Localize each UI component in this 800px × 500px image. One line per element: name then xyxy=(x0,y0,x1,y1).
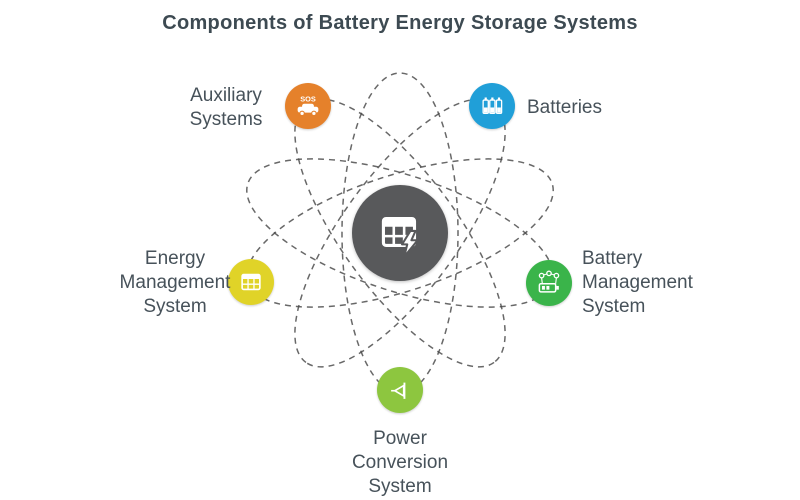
batteries-badge xyxy=(469,83,515,129)
energy-management-system-label: Energy Management System xyxy=(119,248,231,317)
power-conversion-system-badge xyxy=(377,367,423,413)
battery-management-system-label: Battery Management System xyxy=(582,248,693,317)
panel-grid-icon xyxy=(241,273,261,291)
page-title: Components of Battery Energy Storage Sys… xyxy=(162,12,638,34)
batteries-label: Batteries xyxy=(527,97,602,118)
battery-molecule-icon xyxy=(538,270,560,293)
battery-management-system-badge xyxy=(526,260,572,306)
auxiliary-systems-label: Auxiliary Systems xyxy=(189,85,263,130)
auxiliary-systems-badge: SOS xyxy=(285,83,331,129)
sos-vehicle-icon: SOS xyxy=(297,95,319,117)
orbit-ellipse-4 xyxy=(294,98,506,368)
batteries-icon xyxy=(482,97,503,115)
storage-grid-bolt-icon xyxy=(381,216,419,258)
svg-text:SOS: SOS xyxy=(300,95,316,104)
energy-management-system-badge xyxy=(228,259,274,305)
power-input-icon xyxy=(391,382,406,399)
center-hub xyxy=(352,185,448,281)
power-conversion-system-label: Power Conversion System xyxy=(351,428,449,497)
